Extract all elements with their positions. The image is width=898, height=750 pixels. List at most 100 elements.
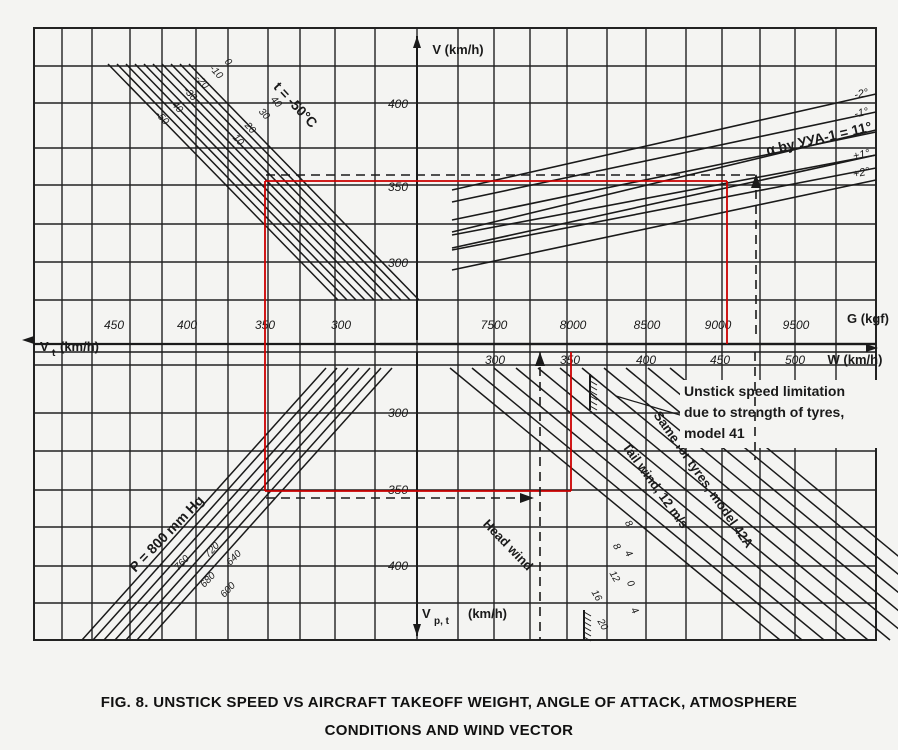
v-axis-tick-label: 400 xyxy=(388,97,408,111)
pressure-line-label: 600 xyxy=(218,580,238,600)
w-axis-tick-label: 300 xyxy=(485,353,505,367)
vt-axis-label-main: V xyxy=(40,339,49,354)
wind-line xyxy=(471,367,803,641)
angle-of-attack-line-label: +2° xyxy=(852,165,872,180)
wind-line-label: 20 xyxy=(594,616,610,632)
vt-axis-label-sub: t xyxy=(52,348,56,359)
tyre-42a-hatch xyxy=(583,611,592,617)
v-axis-arrow-icon xyxy=(413,36,421,48)
wind-line-label: 4 xyxy=(622,549,635,560)
nomogram-chart: V (km/h)400350300450400350300Vt(km/h)750… xyxy=(22,27,898,642)
vpt-axis-label-sub: p, t xyxy=(434,616,450,627)
wind-line xyxy=(559,367,891,641)
wind-line xyxy=(449,367,781,641)
temperature-line xyxy=(143,63,375,301)
angle-of-attack-line xyxy=(451,154,877,236)
temperature-line xyxy=(116,63,348,301)
w-axis-arrow-icon xyxy=(866,344,878,352)
pressure-line xyxy=(92,367,338,641)
tyre-41-limit-label-line: model 41 xyxy=(684,425,745,441)
figure-caption-line-2: CONDITIONS AND WIND VECTOR xyxy=(324,722,574,739)
pressure-line-label: 680 xyxy=(198,570,218,590)
v-axis-label: V (km/h) xyxy=(432,42,483,57)
g-axis-tick-label: 8000 xyxy=(560,318,587,332)
wind-line xyxy=(537,367,869,641)
tyre-41-hatch xyxy=(589,400,598,406)
vt-axis-tick-label: 450 xyxy=(104,318,124,332)
v-axis-tick-label: 350 xyxy=(388,180,408,194)
w-axis-label: W (km/h) xyxy=(828,352,883,367)
g-axis-tick-label: 8500 xyxy=(634,318,661,332)
g-axis-tick-label: 9500 xyxy=(783,318,810,332)
tyre-41-leader-line xyxy=(615,395,691,419)
vt-axis-tick-label: 300 xyxy=(331,318,351,332)
temperature-line xyxy=(188,63,420,301)
vpt-axis-tick-label: 350 xyxy=(388,483,408,497)
tyre-42a-hatch xyxy=(583,621,592,627)
tyre-41-limit-label-line: Unstick speed limitation xyxy=(684,383,845,399)
vpt-axis-arrow-icon xyxy=(413,624,421,636)
example-arrow-icon xyxy=(535,352,545,366)
wind-line-label: 0 xyxy=(624,579,637,590)
temperature-line xyxy=(161,63,393,301)
tyre-42a-hatch xyxy=(583,631,592,637)
tyre-41-hatch xyxy=(589,395,598,401)
tyre-42a-hatch xyxy=(583,636,592,642)
wind-line-label: 8 xyxy=(610,542,623,553)
pressure-line xyxy=(81,367,327,641)
w-axis-tick-label: 400 xyxy=(636,353,656,367)
angle-of-attack-line xyxy=(451,179,877,271)
angle-of-attack-line xyxy=(451,154,877,249)
g-axis-label: G (kgf) xyxy=(847,311,889,326)
temperature-line-label: 20 xyxy=(241,120,258,137)
pressure-line xyxy=(147,367,393,641)
tyre-41-limit-label-line: due to strength of tyres, xyxy=(684,404,844,420)
temperature-line xyxy=(179,63,411,301)
angle-of-attack-line-label: -1° xyxy=(853,106,870,121)
vt-axis-arrow-icon xyxy=(22,336,34,344)
temperature-line xyxy=(170,63,402,301)
tyre-41-note-box xyxy=(680,380,878,448)
wind-line xyxy=(581,367,898,630)
head-wind-label: Head wind xyxy=(480,516,536,573)
pressure-line xyxy=(125,367,371,641)
pressure-line xyxy=(103,367,349,641)
chart-frame xyxy=(33,27,877,641)
vpt-axis-tick-label: 400 xyxy=(388,559,408,573)
vt-axis-tick-label: 400 xyxy=(177,318,197,332)
wind-line-label: 4 xyxy=(628,606,641,617)
angle-of-attack-line-label: +1° xyxy=(852,147,872,162)
example-arrow-icon xyxy=(751,174,761,188)
g-axis-tick-label: 7500 xyxy=(481,318,508,332)
wind-line-label: 8 xyxy=(622,519,635,530)
tyre-41-hatch xyxy=(589,405,598,411)
wind-line xyxy=(603,367,898,612)
vpt-axis-tick-label: 300 xyxy=(388,406,408,420)
wind-line xyxy=(493,367,825,641)
vpt-axis-label-main: V xyxy=(422,606,431,621)
temperature-line xyxy=(125,63,357,301)
tyre-41-hatch xyxy=(589,390,598,396)
temperature-line xyxy=(152,63,384,301)
tyre-41-hatch xyxy=(589,385,598,391)
angle-of-attack-line-label: -2° xyxy=(853,87,870,102)
figure-caption-line-1: FIG. 8. UNSTICK SPEED VS AIRCRAFT TAKEOF… xyxy=(100,694,798,711)
temperature-line xyxy=(134,63,366,301)
w-axis-tick-label: 450 xyxy=(710,353,730,367)
pressure-line xyxy=(136,367,382,641)
v-axis-tick-label: 300 xyxy=(388,256,408,270)
angle-of-attack-line xyxy=(451,111,877,203)
angle-of-attack-line xyxy=(451,167,877,251)
tyre-41-hatch xyxy=(589,380,598,386)
g-axis-tick-label: 9000 xyxy=(705,318,732,332)
wind-line-label: 16 xyxy=(589,588,604,604)
tyre-42a-hatch xyxy=(583,626,592,632)
w-axis-tick-label: 500 xyxy=(785,353,805,367)
pressure-line-label: 720 xyxy=(202,540,222,560)
temperature-line-label: 0 xyxy=(222,57,234,69)
wind-line-label: 12 xyxy=(607,569,622,585)
tyre-41-hatch xyxy=(589,375,598,381)
example-arrow-icon xyxy=(520,493,534,503)
vpt-axis-label-unit: (km/h) xyxy=(468,606,507,621)
temperature-line xyxy=(107,63,339,301)
